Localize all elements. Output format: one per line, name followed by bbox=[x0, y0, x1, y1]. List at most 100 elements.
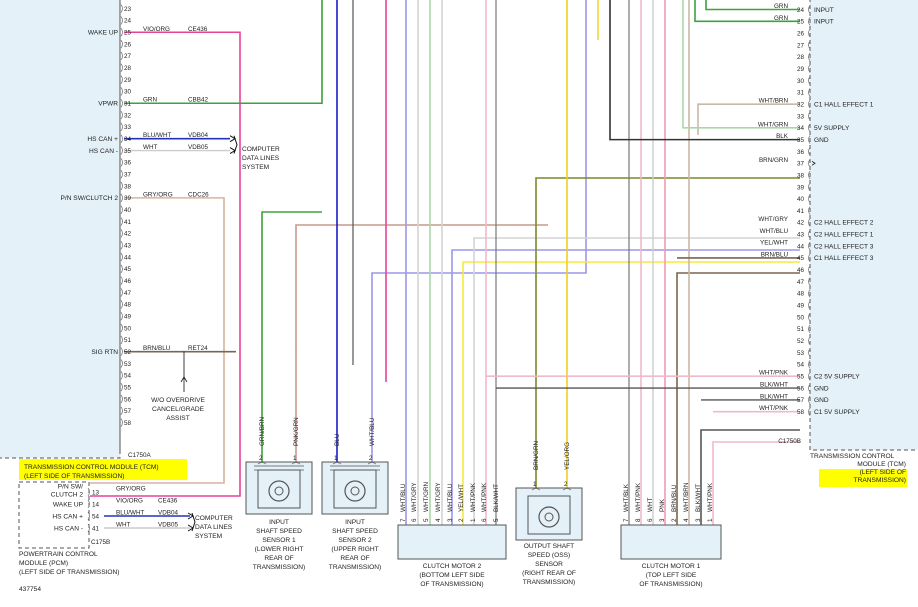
circuit-label: CDC26 bbox=[188, 191, 209, 198]
note-text: ASSIST bbox=[166, 415, 189, 422]
pin-bracket bbox=[808, 324, 811, 334]
oss-label: TRANSMISSION) bbox=[523, 579, 575, 586]
iss2-label: TRANSMISSION) bbox=[329, 564, 381, 571]
wire-iss2-pin2-wht-blu bbox=[371, 0, 587, 462]
pin-bracket bbox=[120, 75, 123, 84]
pin-bracket bbox=[808, 230, 811, 239]
motor-pin-number: 6 bbox=[647, 518, 654, 522]
tcm-a-pin-number: 57 bbox=[124, 408, 132, 415]
wire-cm2-pin1-to-c2he2 bbox=[473, 237, 800, 525]
pin-bracket bbox=[808, 253, 811, 263]
wire-color-label: BLU/WHT bbox=[143, 132, 171, 139]
tcm-b-pin-number: 40 bbox=[797, 196, 805, 203]
wire-color-label: WHT bbox=[143, 144, 157, 151]
wire-color-label: GRN bbox=[774, 3, 788, 10]
tcm-b-pin-number: 46 bbox=[797, 267, 805, 274]
tcm-b-pin-number: 55 bbox=[797, 374, 805, 381]
pin-bracket bbox=[87, 511, 90, 521]
motor-pin-number: 4 bbox=[683, 518, 690, 522]
wire-color-label: YEL/ORG bbox=[564, 442, 571, 470]
tcm-b-pin-number: 43 bbox=[797, 232, 805, 239]
tcm-b-signal-name: C1 HALL EFFECT 1 bbox=[814, 101, 874, 108]
motor-pin-number: 6 bbox=[411, 518, 418, 522]
tcm-a-pin-number: 34 bbox=[124, 136, 132, 143]
pin-bracket bbox=[808, 135, 811, 144]
wire-color-label: WHT bbox=[116, 522, 130, 529]
pin-bracket bbox=[808, 241, 811, 251]
tcm-b-title-highlight bbox=[819, 469, 907, 487]
oss-body bbox=[515, 487, 583, 541]
oss-label: (RIGHT REAR OF bbox=[522, 570, 576, 577]
iss2-coil bbox=[330, 465, 380, 471]
note-text: CANCEL/GRADE bbox=[152, 406, 205, 413]
motor-pin-number: 5 bbox=[423, 518, 430, 522]
pin-bracket bbox=[808, 40, 811, 50]
pin-bracket bbox=[808, 348, 811, 357]
pin-bracket bbox=[120, 87, 123, 96]
circuit-label: CBB42 bbox=[188, 97, 208, 104]
tcm-b-signal-name: C1 HALL EFFECT 3 bbox=[814, 255, 874, 262]
cm2-body bbox=[397, 524, 507, 560]
tcm-b-body bbox=[809, 0, 918, 451]
wire-tcmb-gnd bbox=[609, 0, 800, 141]
sensor-pin-number: 2 bbox=[259, 455, 263, 462]
pin-bracket bbox=[120, 264, 123, 274]
pin-bracket bbox=[120, 406, 123, 416]
tcm-b-pin-number: 53 bbox=[797, 350, 805, 357]
tcm-b-signal-name: C1 5V SUPPLY bbox=[814, 409, 860, 416]
tcm-a-pin-number: 43 bbox=[124, 243, 132, 250]
pin-bracket bbox=[531, 488, 541, 491]
tcm-a-pin-number: 54 bbox=[124, 373, 132, 380]
pin-bracket bbox=[808, 170, 811, 180]
tcm-a-pin-number: 35 bbox=[124, 148, 132, 155]
tcm-a-signal-name: SIG RTN bbox=[91, 349, 118, 356]
wire-color-label: BLK/WHT bbox=[760, 393, 788, 400]
tcm-a-pin-number: 44 bbox=[124, 254, 132, 261]
sensor-pin-number: 1 bbox=[293, 455, 297, 462]
motor-pin-number: 4 bbox=[435, 518, 442, 522]
pcm-signal-name: HS CAN - bbox=[54, 525, 83, 532]
wire-color-label: WHT/BLU bbox=[400, 483, 407, 512]
text-layer: 2324252627282930313233343536373839404142… bbox=[19, 3, 906, 593]
tcm-b-pin-number: 49 bbox=[797, 303, 805, 310]
tcm-b-pin-number: 31 bbox=[797, 90, 805, 97]
tcm-a-signal-name: P/N SW/CLUTCH 2 bbox=[60, 195, 118, 202]
motor-pin-number: 1 bbox=[707, 518, 714, 522]
tcm-a-title: (LEFT SIDE OF TRANSMISSION) bbox=[24, 473, 125, 480]
wire-color-label: WHT/PNK bbox=[759, 370, 789, 377]
pin-bracket bbox=[120, 63, 123, 72]
tcm-b-signal-name: C2 HALL EFFECT 2 bbox=[814, 220, 874, 227]
iss1-body bbox=[245, 461, 313, 515]
motor-pin-number: 3 bbox=[447, 518, 454, 522]
tcm-b-pin-number: 42 bbox=[797, 220, 805, 227]
tcm-b-pin-number: 27 bbox=[797, 42, 805, 49]
tcm-a-pin-number: 52 bbox=[124, 349, 132, 356]
computer-data-lines-label: DATA LINES bbox=[242, 155, 280, 162]
pin-bracket bbox=[120, 382, 123, 392]
pin-bracket bbox=[120, 217, 123, 226]
pin-bracket bbox=[808, 371, 811, 381]
tcm-b-pin-number: 28 bbox=[797, 54, 805, 61]
iss1-coil bbox=[254, 465, 304, 471]
tcm-a-pin-number: 33 bbox=[124, 124, 132, 131]
pin-bracket bbox=[87, 487, 90, 497]
pin-bracket bbox=[808, 52, 811, 62]
sensor-pin-number: 1 bbox=[334, 455, 338, 462]
pin-bracket bbox=[808, 360, 811, 369]
tcm-b-pin-number: 35 bbox=[797, 137, 805, 144]
circuit-label: CE436 bbox=[188, 26, 208, 33]
pin-bracket bbox=[120, 205, 123, 214]
wire-color-label: BRN/BLU bbox=[761, 251, 789, 258]
tcm-b-pin-number: 51 bbox=[797, 326, 805, 333]
tcm-a-pin-number: 25 bbox=[124, 30, 132, 37]
pcm-pin-number: 54 bbox=[92, 513, 100, 520]
pin-bracket bbox=[120, 394, 123, 404]
wire-color-label: BRN/GRN bbox=[759, 157, 788, 164]
tcm-b-pin-number: 58 bbox=[797, 409, 805, 416]
tcm-b-signal-name: C2 HALL EFFECT 1 bbox=[814, 232, 874, 239]
pin-bracket bbox=[808, 383, 811, 393]
wire-color-label: WHT/BLK bbox=[623, 483, 630, 512]
wires-layer bbox=[90, 0, 800, 529]
wire-color-label: WHT/GRN bbox=[758, 121, 789, 128]
wire-cm1-wht-pnk-5v bbox=[712, 441, 800, 525]
